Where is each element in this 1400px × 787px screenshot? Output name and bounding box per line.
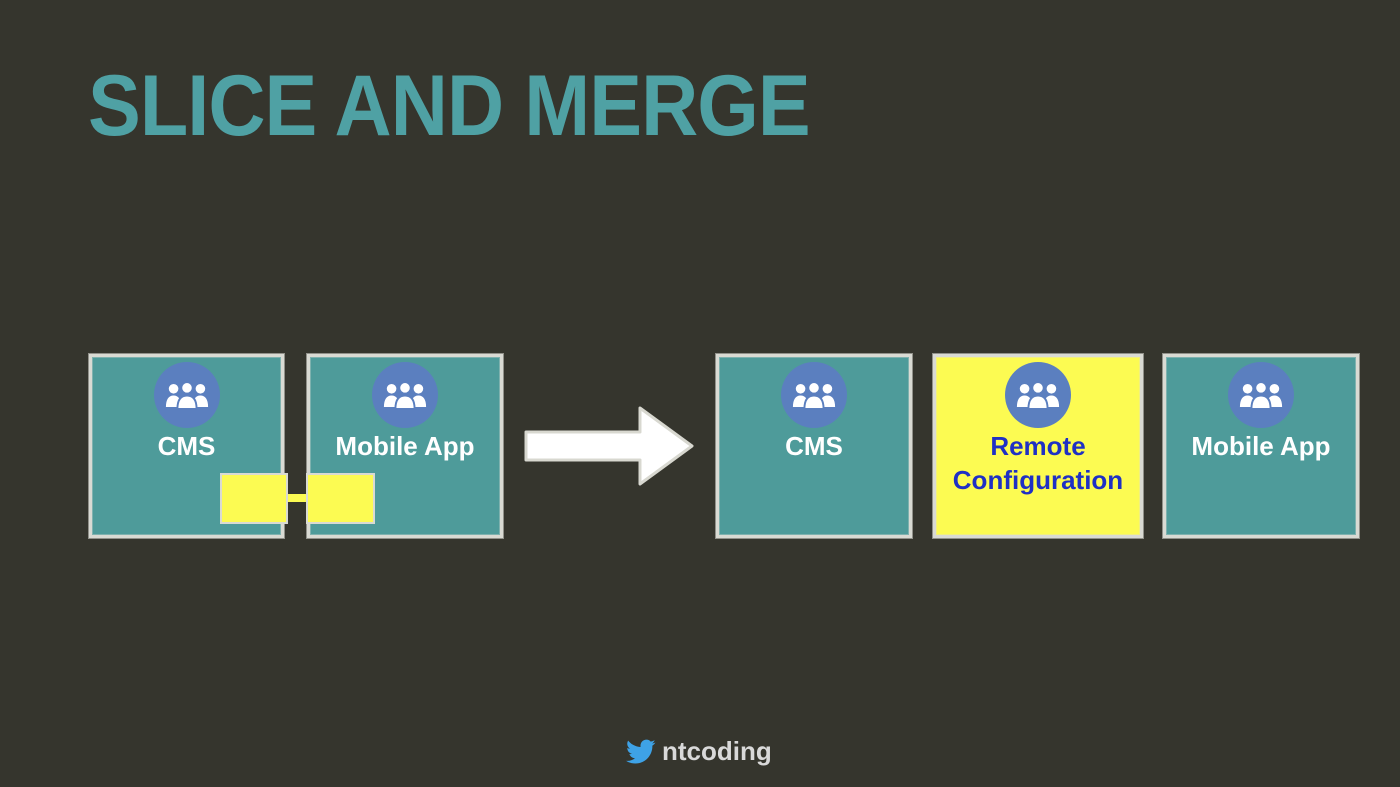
- after-cms-label: CMS: [785, 431, 843, 461]
- team-icon: [1005, 362, 1071, 428]
- slice-chip-mobile: [306, 473, 375, 524]
- after-remote-configuration-label: Remote Configuration: [936, 429, 1140, 497]
- team-icon: [153, 362, 220, 428]
- twitter-handle: ntcoding: [626, 736, 772, 767]
- after-remote-configuration-box: Remote Configuration: [933, 354, 1143, 538]
- slice-chip-cms: [220, 473, 288, 524]
- arrow-right-icon: [524, 406, 694, 486]
- team-icon: [781, 362, 847, 428]
- after-cms-box: CMS: [716, 354, 912, 538]
- slice-connector: [284, 494, 310, 502]
- remote-label-line1: Remote: [990, 431, 1086, 461]
- after-mobile-app-label: Mobile App: [1191, 431, 1331, 461]
- twitter-bird-icon: [626, 739, 656, 763]
- before-mobile-app-label: Mobile App: [335, 431, 475, 461]
- team-icon: [1228, 362, 1294, 428]
- team-icon: [372, 362, 438, 428]
- twitter-handle-text: ntcoding: [662, 736, 772, 766]
- slide-title: SLICE AND MERGE: [88, 58, 811, 154]
- before-cms-box: CMS: [89, 354, 284, 538]
- before-cms-label: CMS: [157, 431, 216, 461]
- after-mobile-app-box: Mobile App: [1163, 354, 1359, 538]
- remote-label-line2: Configuration: [952, 465, 1124, 495]
